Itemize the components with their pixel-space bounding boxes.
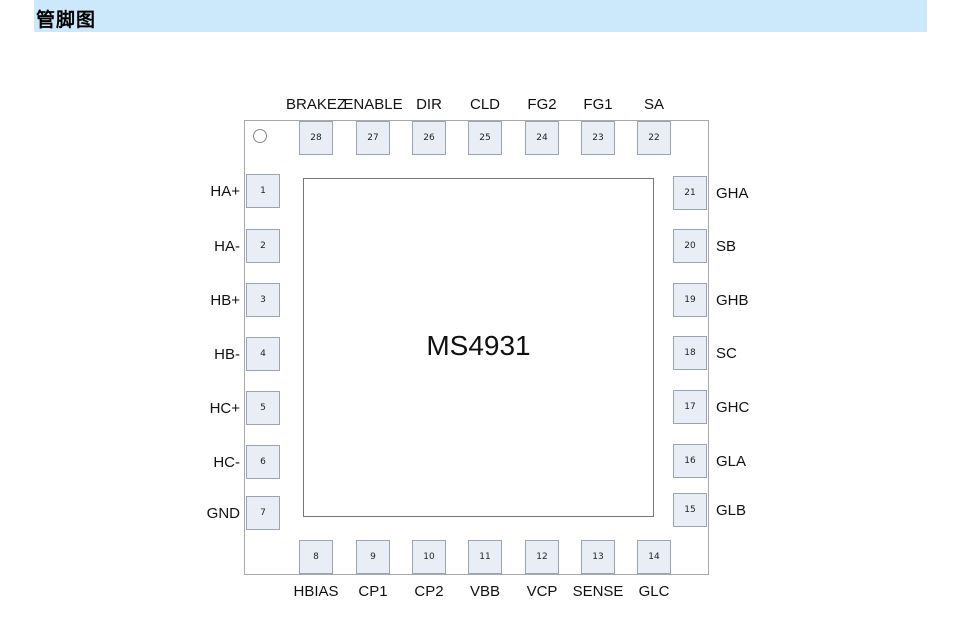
pin-label: HB+ — [210, 292, 240, 309]
pin-pad: 22 — [637, 121, 671, 155]
pin-pad: 8 — [299, 540, 333, 574]
pin-label: HBIAS — [293, 583, 339, 600]
pin-label: CP2 — [414, 583, 444, 600]
pin-pad: 3 — [246, 283, 280, 317]
pin-label: VCP — [526, 583, 558, 600]
pin-pad: 15 — [673, 493, 707, 527]
pin-label: SA — [643, 96, 664, 113]
pin-pad: 16 — [673, 444, 707, 478]
pin-label: HC- — [213, 454, 240, 471]
pin-pad: 18 — [673, 336, 707, 370]
section-title: 管脚图 — [36, 9, 97, 31]
pin-pad: 27 — [356, 121, 390, 155]
pin-pad: 10 — [412, 540, 446, 574]
pin-label: CP1 — [358, 583, 388, 600]
pin-label: FG2 — [527, 96, 557, 113]
pin-label: HA+ — [210, 183, 240, 200]
pin-label: HC+ — [209, 400, 240, 417]
pin-label: FG1 — [583, 96, 613, 113]
pin-pad: 14 — [637, 540, 671, 574]
pin-label: GHA — [716, 185, 749, 202]
section-header-bar: 管脚图 — [34, 0, 927, 32]
pin-pad: 2 — [246, 229, 280, 263]
pin-label: VBB — [469, 583, 500, 600]
pin-pad: 6 — [246, 445, 280, 479]
pin-label: BRAKEZ — [285, 96, 346, 113]
pin-pad: 11 — [468, 540, 502, 574]
pin-pad: 7 — [246, 496, 280, 530]
pin-pad: 9 — [356, 540, 390, 574]
pin-label: HB- — [214, 346, 240, 363]
pin-label: SENSE — [572, 583, 624, 600]
pin-pad: 26 — [412, 121, 446, 155]
pin-pad: 28 — [299, 121, 333, 155]
chip-name-label: MS4931 — [426, 330, 531, 361]
pin-label: GLA — [716, 453, 747, 470]
pin-pad: 12 — [525, 540, 559, 574]
pin-label: GLB — [716, 502, 747, 519]
pin-pad: 21 — [673, 176, 707, 210]
pin-pad: 13 — [581, 540, 615, 574]
pin-pad: 23 — [581, 121, 615, 155]
pin-label: GHC — [716, 399, 750, 416]
pin-label: ENABLE — [343, 96, 403, 113]
pin-pad: 4 — [246, 337, 280, 371]
pin1-indicator-dot — [253, 129, 267, 143]
pin-label: GND — [206, 505, 240, 522]
chip-die-area — [303, 178, 654, 517]
pin-pad: 5 — [246, 391, 280, 425]
pin-pad: 17 — [673, 390, 707, 424]
pin-label: CLD — [469, 96, 500, 113]
pin-label: SC — [716, 345, 737, 362]
pin-label: DIR — [416, 96, 442, 113]
pin-pad: 1 — [246, 174, 280, 208]
pin-pad: 19 — [673, 283, 707, 317]
pin-pad: 20 — [673, 229, 707, 263]
pin-label: SB — [716, 238, 737, 255]
pin-pad: 25 — [468, 121, 502, 155]
pin-label: GLC — [638, 583, 670, 600]
pin-label: GHB — [716, 292, 749, 309]
pin-pad: 24 — [525, 121, 559, 155]
pin-label: HA- — [214, 238, 240, 255]
